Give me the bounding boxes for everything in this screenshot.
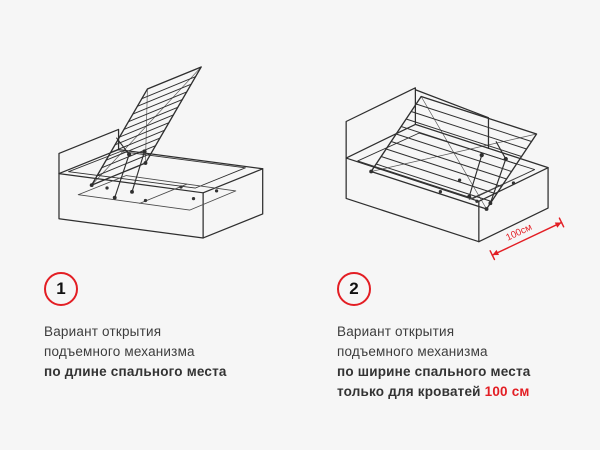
variant-1-number: 1 bbox=[56, 279, 66, 298]
variant-1-number-badge: 1 bbox=[44, 272, 78, 306]
variant-2-caption: Вариант открытия подъемного механизма по… bbox=[323, 322, 576, 402]
bed-drawing-widthwise: 100см bbox=[345, 87, 564, 261]
slatted-lift-frame bbox=[369, 95, 537, 210]
caption-text: только для кроватей bbox=[337, 383, 481, 399]
caption-line: подъемного механизма bbox=[337, 343, 488, 359]
bed-lift-lengthwise-illustration bbox=[30, 30, 283, 262]
bed-base bbox=[57, 128, 263, 239]
caption-line: подъемного механизма bbox=[44, 343, 195, 359]
caption-line: Вариант открытия bbox=[337, 324, 455, 339]
caption-line-bold: только для кроватей 100 см bbox=[337, 382, 576, 402]
variant-1-section: 1 Вариант открытия подъемного механизма … bbox=[30, 30, 283, 402]
variant-1-caption: Вариант открытия подъемного механизма по… bbox=[30, 322, 283, 382]
dimension-label: 100см bbox=[504, 222, 534, 244]
storage-bottom bbox=[77, 175, 236, 211]
bed-lift-infographic: 1 Вариант открытия подъемного механизма … bbox=[30, 30, 576, 402]
bed-base bbox=[345, 123, 549, 243]
variant-2-number: 2 bbox=[349, 279, 359, 298]
caption-line-bold: по длине спального места bbox=[44, 363, 227, 379]
variant-2-section: 100см 2 Вариант открытия подъемного меха… bbox=[323, 30, 576, 402]
caption-line: Вариант открытия bbox=[44, 324, 162, 339]
variant-2-number-badge: 2 bbox=[337, 272, 371, 306]
caption-size-highlight: 100 см bbox=[484, 383, 530, 399]
slatted-lift-frame bbox=[90, 66, 202, 186]
caption-line-bold: по ширине спального места bbox=[337, 363, 531, 379]
bed-drawing-lengthwise bbox=[57, 66, 263, 239]
bed-lift-widthwise-illustration: 100см bbox=[323, 30, 576, 262]
width-dimension-arrow: 100см bbox=[488, 217, 564, 261]
